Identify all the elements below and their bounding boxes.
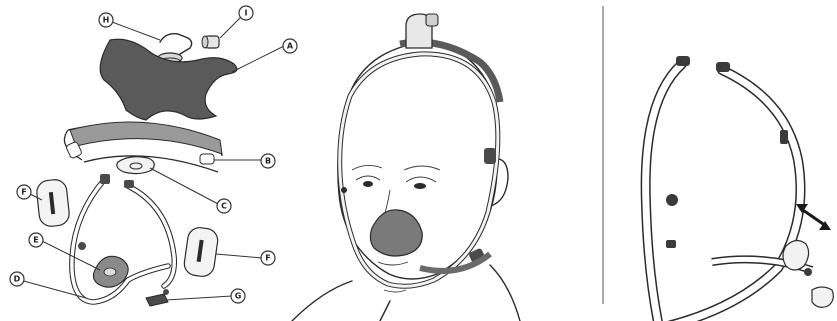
callout-d: D [10, 272, 24, 286]
head-with-mask-illustration [292, 14, 520, 321]
callout-a: A [283, 39, 297, 53]
callout-f-right: F [261, 251, 275, 265]
headgear-crown-part [100, 39, 237, 120]
callout-f-left-label: F [21, 188, 26, 197]
callout-h: H [99, 13, 113, 27]
callout-b-label: B [265, 157, 271, 166]
callout-g: G [231, 289, 245, 303]
callout-d-label: D [14, 275, 21, 284]
callout-e: E [29, 233, 43, 247]
callout-f-right-label: F [265, 254, 270, 263]
tube-end-part [146, 294, 168, 306]
exploded-parts-panel [20, 16, 284, 306]
callout-g-label: G [235, 292, 242, 301]
side-pad-detached [783, 240, 809, 270]
callout-h-label: H [103, 16, 110, 25]
side-pad-left [36, 179, 71, 228]
side-pad-right [183, 226, 219, 278]
callout-f-left: F [17, 185, 31, 199]
clip-detached [812, 287, 833, 307]
connector-part [117, 157, 154, 174]
callout-e-label: E [33, 236, 38, 245]
frame-detail-panel [646, 56, 834, 321]
callout-b: B [261, 154, 275, 168]
callout-c-label: C [221, 202, 227, 211]
vent-cap-part [202, 36, 219, 48]
callout-c: C [217, 199, 231, 213]
callout-group: H I A B C F F E [10, 6, 297, 303]
callout-i: I [239, 6, 253, 20]
callout-i-label: I [245, 9, 248, 18]
callout-a-label: A [287, 42, 294, 51]
